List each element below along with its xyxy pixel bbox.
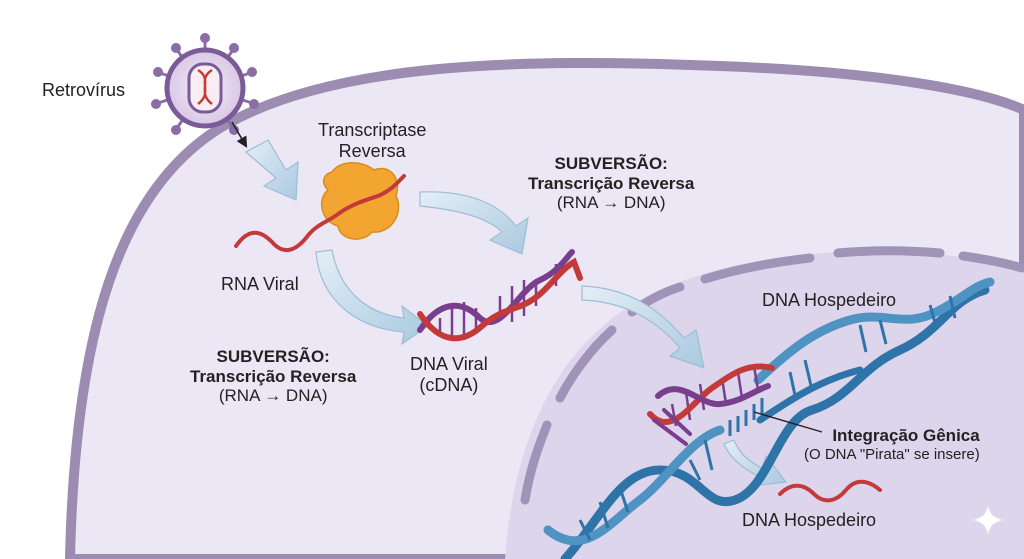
label-dna-viral: DNA Viral (cDNA)	[410, 354, 488, 395]
integration-title: Integração Gênica	[832, 426, 980, 445]
entry-pointer-arrow	[231, 121, 248, 148]
label-dna-host-top: DNA Hospedeiro	[762, 290, 897, 310]
subversion-left-subtitle: Transcrição Reversa	[190, 366, 357, 386]
subversion-left-title: SUBVERSÃO:	[216, 347, 330, 366]
subversion-top-title: SUBVERSÃO:	[554, 154, 668, 173]
flow-arrow-rt-to-dna	[419, 191, 529, 255]
label-integration: Integração Gênica (O DNA "Pirata" se ins…	[804, 426, 980, 463]
host-dna-helix	[543, 277, 995, 559]
label-dna-viral-line1: DNA Viral	[410, 354, 488, 374]
subversion-top-detail: (RNA → DNA)	[556, 193, 666, 213]
viral-dna-helix	[417, 249, 583, 342]
label-rt-line1: Transcriptase	[318, 120, 427, 140]
label-rna-viral: RNA Viral	[221, 274, 299, 294]
label-rt-line2: Reversa	[338, 140, 406, 161]
label-subversion-left: SUBVERSÃO: Transcrição Reversa (RNA → DN…	[190, 347, 356, 406]
label-dna-viral-line2: (cDNA)	[419, 374, 479, 395]
integration-detail: (O DNA "Pirata" se insere)	[804, 445, 980, 463]
retrovirus-particle	[151, 33, 259, 135]
flow-arrow-entry	[244, 139, 299, 201]
host-dna-rungs	[578, 295, 957, 541]
label-dna-host-bottom: DNA Hospedeiro	[742, 510, 877, 530]
virus-spike-tips	[151, 33, 259, 135]
flow-arrows	[244, 139, 788, 487]
label-retrovirus: Retrovírus	[42, 80, 126, 100]
subversion-left-detail: (RNA → DNA)	[218, 386, 328, 406]
viral-rna-strand	[234, 174, 406, 253]
virus-genome	[197, 68, 213, 105]
flow-arrow-rna-to-dna	[315, 249, 430, 346]
flow-arrow-to-nucleus	[581, 285, 705, 369]
sparkle-icon	[971, 503, 1005, 537]
output-strand	[778, 479, 882, 503]
integration-pointer-line	[753, 411, 823, 433]
flow-arrow-output	[723, 439, 788, 487]
label-reverse-transcriptase: Transcriptase Reversa	[318, 120, 426, 161]
label-subversion-top: SUBVERSÃO: Transcrição Reversa (RNA → DN…	[528, 154, 694, 213]
integrated-viral-dna	[647, 363, 775, 446]
subversion-top-subtitle: Transcrição Reversa	[528, 173, 695, 193]
